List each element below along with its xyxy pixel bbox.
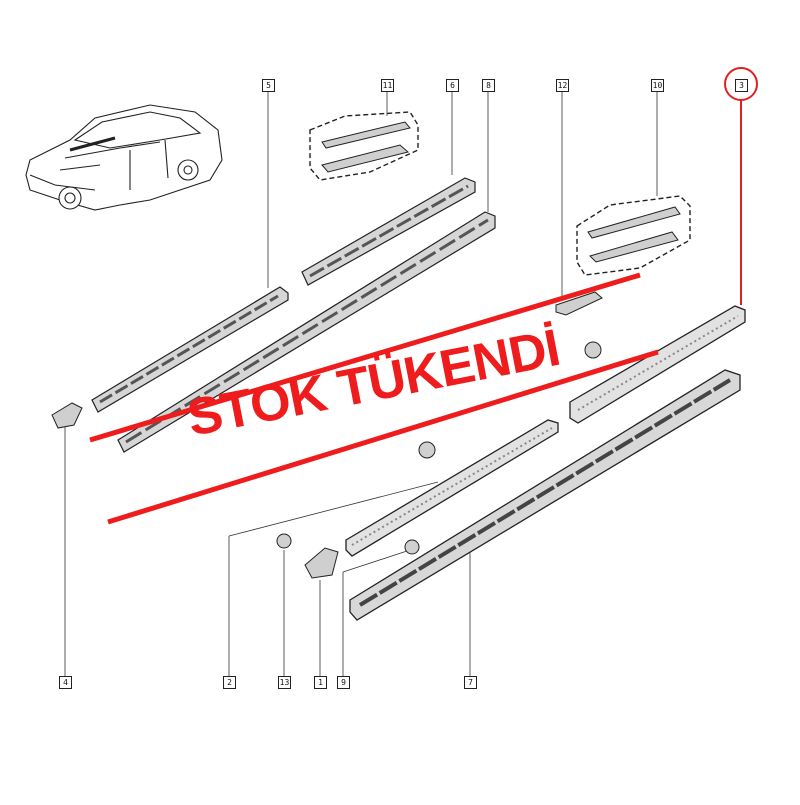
callout-6: 6 bbox=[446, 79, 459, 92]
callout-13: 13 bbox=[278, 676, 291, 689]
moulding-2 bbox=[345, 419, 559, 557]
sill-7 bbox=[349, 369, 741, 621]
dashed-group-boxes bbox=[309, 111, 691, 276]
callout-1: 1 bbox=[314, 676, 327, 689]
clip-small bbox=[276, 341, 602, 555]
moulding-5 bbox=[91, 286, 289, 413]
clip-12 bbox=[555, 291, 603, 316]
callout-9: 9 bbox=[337, 676, 350, 689]
callout-2: 2 bbox=[223, 676, 236, 689]
moulding-3 bbox=[569, 305, 746, 424]
car-sketch bbox=[25, 104, 223, 211]
callout-7: 7 bbox=[464, 676, 477, 689]
stamp-lines bbox=[89, 272, 659, 525]
callout-12: 12 bbox=[556, 79, 569, 92]
moulding-6 bbox=[301, 177, 476, 286]
highlight-marks bbox=[724, 67, 758, 305]
callout-10: 10 bbox=[651, 79, 664, 92]
callout-8: 8 bbox=[482, 79, 495, 92]
clip-4 bbox=[51, 402, 83, 429]
dashed-box-parts bbox=[321, 121, 681, 263]
callout-4: 4 bbox=[59, 676, 72, 689]
leader-lines bbox=[64, 91, 658, 677]
callout-11: 11 bbox=[381, 79, 394, 92]
callout-3: 3 bbox=[735, 79, 748, 92]
bracket-1 bbox=[304, 547, 339, 579]
callout-5: 5 bbox=[262, 79, 275, 92]
